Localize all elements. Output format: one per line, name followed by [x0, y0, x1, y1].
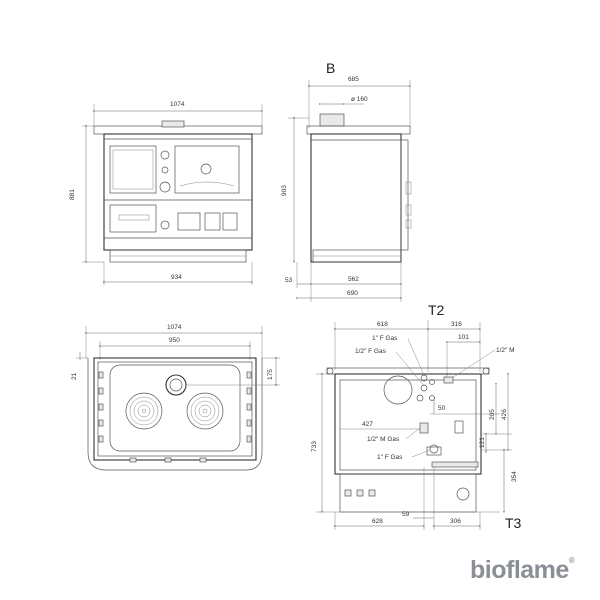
brand-name: bioflame — [470, 556, 569, 584]
dim-121: 121 — [479, 437, 486, 448]
front-height-dim: 881 — [69, 189, 76, 200]
side-view: B 685 ø 160 903 53 562 690 — [281, 60, 412, 302]
dim-618: 618 — [377, 321, 388, 328]
dim-628: 628 — [372, 518, 383, 525]
dim-733: 733 — [311, 441, 318, 452]
gas-1f-top: 1" F Gas — [372, 335, 398, 342]
top-flue-offset-dim: 175 — [267, 369, 274, 380]
dim-427: 427 — [362, 421, 373, 428]
dim-50: 50 — [438, 405, 446, 412]
front-base-dim: 934 — [171, 274, 182, 281]
side-inner-depth-dim: 562 — [348, 276, 359, 283]
gas-half-m-right: 1/2" M — [496, 347, 515, 354]
dim-205: 205 — [489, 409, 496, 420]
section-b-label: B — [326, 60, 335, 76]
side-total-depth-dim: 690 — [347, 290, 358, 297]
side-offset-dim: 53 — [285, 277, 293, 284]
front-width-dim: 1074 — [170, 101, 185, 108]
gas-half-m: 1/2" M Gas — [367, 436, 400, 443]
side-depth-dim: 685 — [348, 76, 359, 83]
side-height-dim: 903 — [281, 185, 288, 196]
top-view: 1074 950 — [71, 324, 280, 471]
gas-half-f: 1/2" F Gas — [355, 348, 387, 355]
dim-426: 426 — [501, 409, 508, 420]
flue-diameter-dim: ø 160 — [351, 96, 368, 103]
top-width-dim: 1074 — [167, 324, 182, 331]
bioflame-logo: bioflame® — [470, 556, 575, 585]
t3-label: T3 — [505, 515, 522, 531]
top-offset-dim: 21 — [71, 372, 78, 380]
registered-mark: ® — [568, 556, 575, 565]
dim-59: 59 — [402, 511, 410, 518]
gas-1f-bottom: 1" F Gas — [377, 454, 403, 461]
front-view: 1074 881 — [69, 101, 264, 285]
dim-316: 316 — [451, 321, 462, 328]
dim-354: 354 — [511, 471, 518, 482]
top-inner-width-dim: 950 — [169, 337, 180, 344]
rear-view: T2 T3 618 316 101 1" F Gas — [311, 302, 522, 531]
dim-306: 306 — [450, 518, 461, 525]
dim-101: 101 — [458, 334, 469, 341]
t2-label: T2 — [428, 302, 445, 318]
